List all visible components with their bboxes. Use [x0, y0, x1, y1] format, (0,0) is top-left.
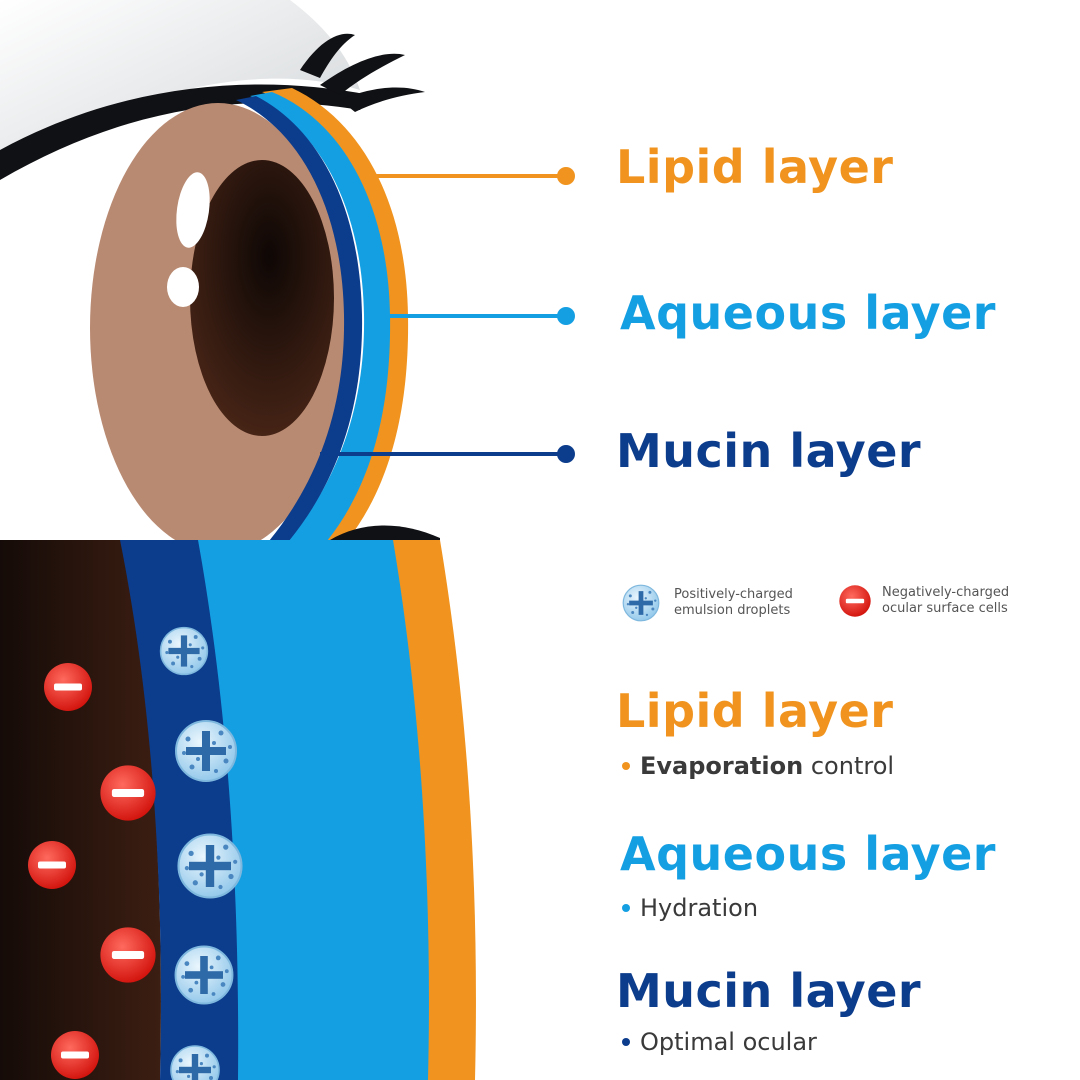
mucin-layer-label: Mucin layer	[616, 424, 922, 478]
legend-positive: Positively-charged emulsion droplets	[622, 584, 793, 622]
mucin-band-detail	[120, 540, 240, 1080]
eye-illustration	[0, 0, 575, 540]
eye-highlight	[167, 267, 199, 307]
lipid-bullet: Evaporation control	[622, 752, 894, 780]
minus-cell-icon	[839, 585, 871, 617]
plus-droplet-icon	[622, 584, 660, 622]
mucin-band	[236, 96, 363, 540]
tear-film-detail-panel: Positively-charged emulsion droplets Neg…	[0, 540, 1080, 1080]
eyelash	[300, 33, 355, 78]
eyelash	[340, 87, 425, 112]
tear-film-cross-section	[0, 540, 476, 1080]
mucin-bullet: Optimal ocular	[622, 1028, 817, 1056]
pupil	[190, 160, 334, 436]
legend-negative-line2: ocular surface cells	[882, 601, 1008, 616]
aqueous-band-detail	[198, 540, 431, 1080]
aqueous-layer-label: Aqueous layer	[620, 286, 996, 340]
lipid-band-detail	[393, 540, 476, 1080]
plus-droplet-icon	[174, 945, 234, 1005]
plus-droplet-icon	[177, 833, 243, 899]
legend-negative: Negatively-charged ocular surface cells	[838, 584, 1009, 618]
bullet-dot	[622, 904, 630, 912]
eyelid-rim	[0, 84, 370, 180]
eye-tear-film-panel: Lipid layer Aqueous layer Mucin layer	[0, 0, 996, 540]
lipid-pointer-dot	[557, 167, 575, 185]
lipid-layer-title: Lipid layer	[616, 684, 894, 738]
aqueous-bullet-text: Hydration	[640, 894, 759, 922]
legend-positive-line2: emulsion droplets	[674, 603, 791, 618]
lipid-layer-label: Lipid layer	[616, 140, 894, 194]
eye-highlight	[176, 172, 210, 248]
bullet-dot	[622, 762, 630, 770]
aqueous-pointer-dot	[557, 307, 575, 325]
eyelid-shape	[0, 0, 360, 175]
lower-eyelid	[330, 525, 440, 540]
lipid-bullet-rest: control	[803, 752, 895, 780]
minus-cell-icon	[44, 663, 92, 711]
bullet-dot	[622, 1038, 630, 1046]
legend-positive-line1: Positively-charged	[674, 587, 793, 602]
lipid-bullet-bold: Evaporation	[640, 752, 804, 780]
mucin-bullet-text: Optimal ocular	[640, 1028, 817, 1056]
minus-cell-icon	[51, 1031, 99, 1079]
aqueous-band	[250, 92, 391, 540]
mucin-layer-title: Mucin layer	[616, 964, 922, 1018]
minus-cell-icon	[28, 841, 76, 889]
mucin-pointer-dot	[557, 445, 575, 463]
legend-negative-line1: Negatively-charged	[882, 585, 1010, 600]
aqueous-bullet: Hydration	[622, 894, 758, 922]
minus-cell-icon	[100, 927, 156, 983]
plus-droplet-icon	[175, 720, 237, 782]
aqueous-layer-title: Aqueous layer	[620, 827, 996, 881]
minus-cell-icon	[100, 765, 156, 821]
eyelash	[320, 53, 405, 95]
plus-droplet-icon	[159, 626, 209, 676]
